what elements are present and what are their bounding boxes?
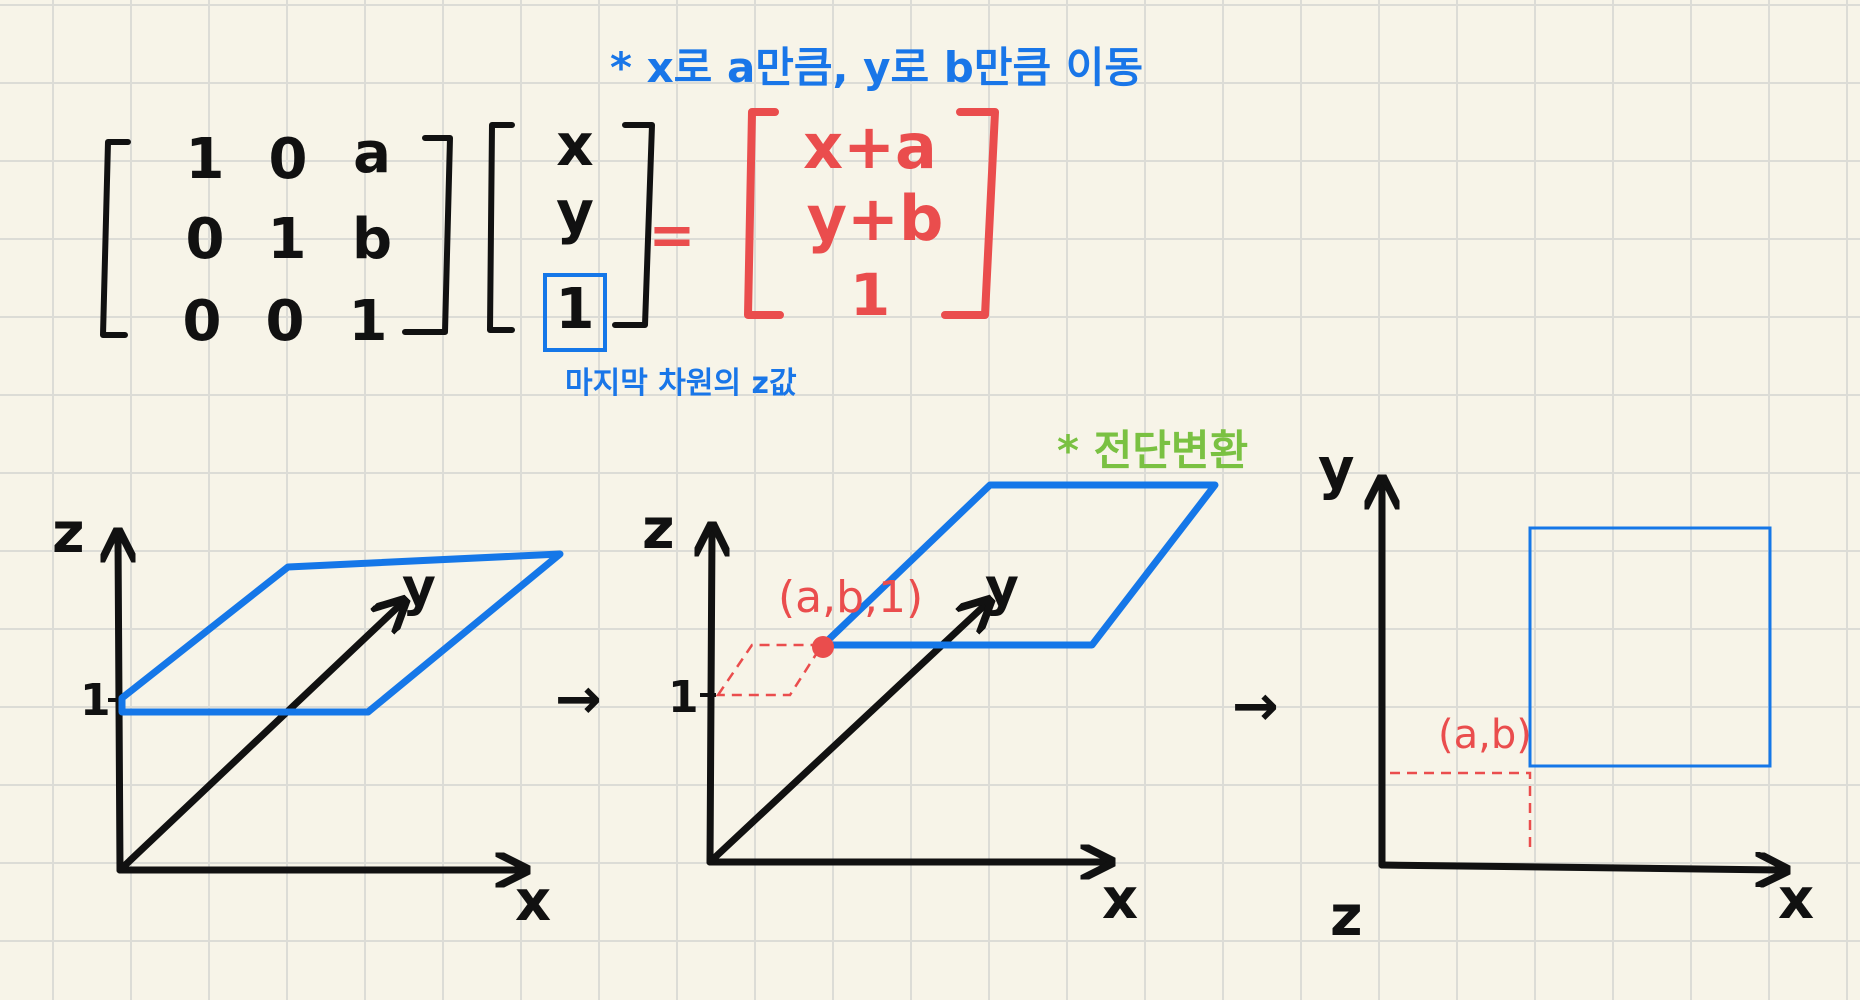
projection-dashes	[715, 643, 825, 697]
coordinate-vector: x y 1	[487, 111, 655, 352]
diagram-shear: 1 z x y (a,b,1)	[642, 481, 1219, 932]
result-cell: y+b	[807, 182, 944, 255]
matrix-cell: 0	[186, 207, 225, 272]
result-cell: x+a	[803, 110, 937, 183]
tick-label: 1	[668, 672, 699, 723]
vector-right-bracket	[612, 122, 655, 328]
result-right-bracket	[941, 108, 999, 319]
diagram-2d-projection: y x z (a,b)	[1318, 437, 1814, 949]
z-axis-label: z	[52, 501, 85, 566]
z-axis-label: z	[1330, 884, 1363, 949]
vector-cell: 1	[556, 277, 595, 342]
equals-sign: =	[649, 203, 696, 268]
translation-note: * x로 a만큼, y로 b만큼 이동	[610, 43, 1143, 92]
matrix-right-bracket	[402, 135, 453, 335]
matrix-cell: 1	[186, 127, 225, 192]
transition-arrow: →	[1232, 674, 1279, 739]
matrix-cell: 0	[266, 289, 305, 354]
origin-point	[812, 636, 834, 658]
last-dimension-note: 마지막 차원의 z값	[565, 366, 797, 401]
x-axis-label: x	[1102, 867, 1138, 932]
x-axis	[1378, 865, 1780, 870]
projection-dashes	[1390, 771, 1532, 850]
point-label: (a,b,1)	[778, 572, 923, 623]
matrix-cell: 0	[183, 289, 222, 354]
vector-left-bracket	[487, 122, 515, 333]
result-vector: x+a y+b 1	[744, 108, 999, 329]
matrix-cell: 0	[269, 127, 308, 192]
tick-label: 1	[80, 675, 111, 726]
y-axis-label: y	[985, 558, 1019, 618]
result-cell: 1	[850, 261, 890, 329]
x-axis-label: x	[1778, 867, 1814, 932]
transformation-matrix: 1 0 a 0 1 b 0 0 1	[100, 121, 453, 354]
matrix-cell: b	[352, 207, 392, 272]
matrix-cell: a	[353, 121, 391, 186]
x-axis-label: x	[515, 869, 551, 934]
diagram-3d-plane: 1 z x y	[52, 501, 564, 934]
vector-cell: x	[556, 111, 593, 179]
y-axis-label: y	[1318, 437, 1355, 502]
shear-note: * 전단변환	[1057, 426, 1248, 475]
y-axis	[116, 605, 400, 874]
z-axis-label: z	[642, 497, 675, 562]
sheared-plane	[819, 481, 1219, 649]
last-dimension-highlight	[543, 273, 607, 352]
vector-cell: y	[556, 178, 594, 246]
plane-z1	[118, 550, 564, 716]
projected-square	[1528, 526, 1772, 768]
matrix-left-bracket	[100, 139, 131, 338]
matrix-cell: 1	[268, 207, 307, 272]
transition-arrow: →	[555, 667, 602, 732]
result-left-bracket	[744, 108, 784, 319]
point-label: (a,b)	[1438, 712, 1532, 758]
matrix-cell: 1	[349, 289, 388, 354]
y-axis-label: y	[402, 558, 436, 618]
